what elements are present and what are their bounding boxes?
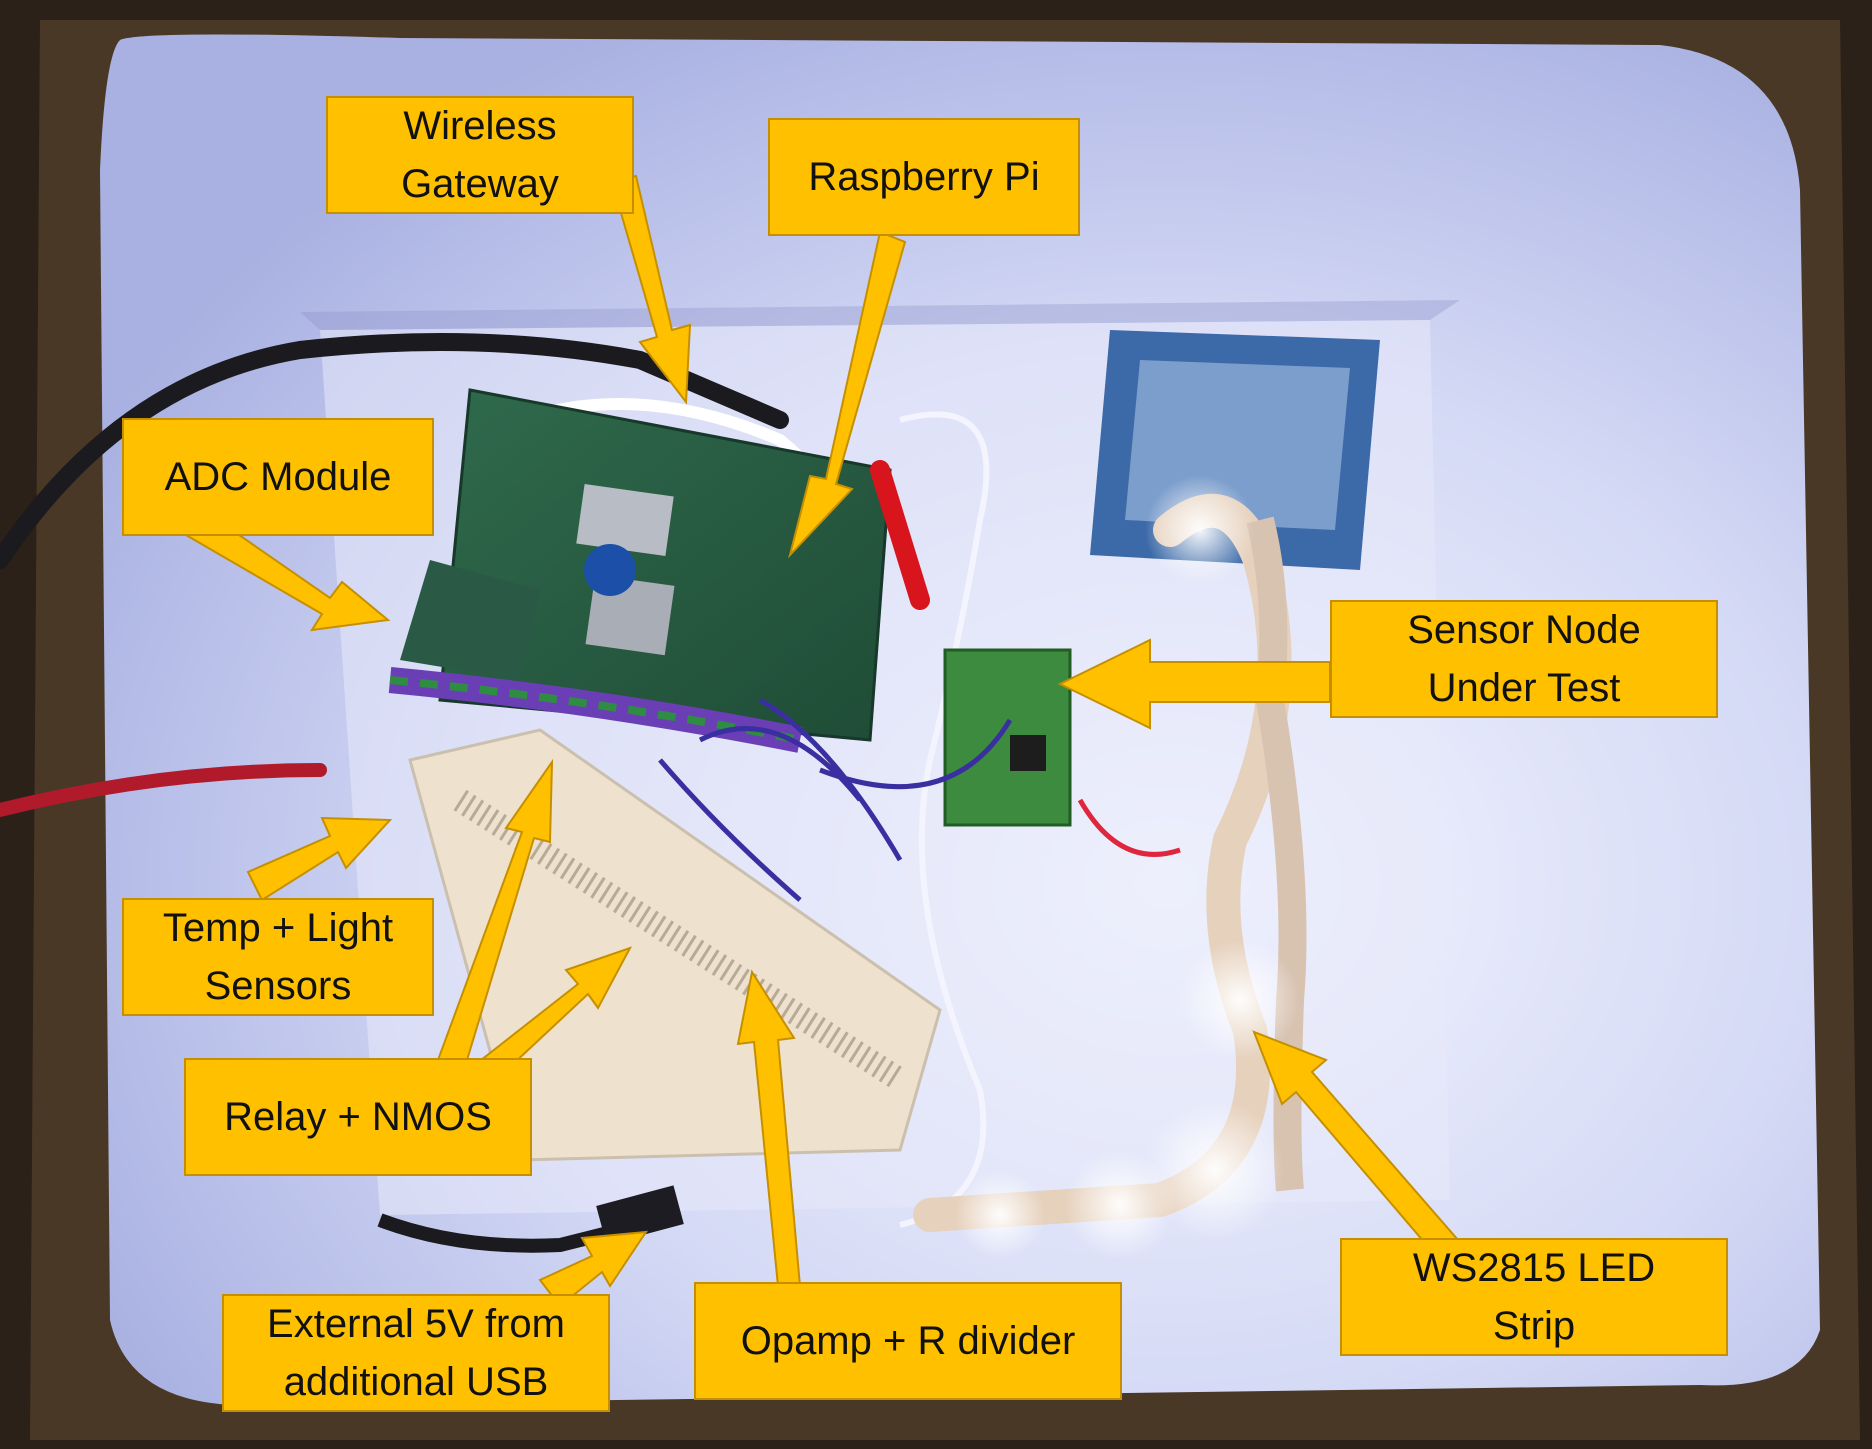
label-temp-light: Temp + Light Sensors — [122, 898, 434, 1016]
pi-usb-port — [576, 484, 674, 556]
black-usb-cable — [0, 333, 789, 569]
arrow-temp-light — [246, 816, 393, 902]
pi-capacitor — [584, 544, 636, 596]
label-sensor-node: Sensor Node Under Test — [1330, 600, 1718, 718]
adc-board — [400, 560, 540, 680]
red-cable — [0, 763, 327, 817]
sensor-node-board — [943, 648, 1072, 827]
arrow-ws2815 — [1252, 1030, 1460, 1258]
arrow-raspberry-pi — [788, 230, 907, 559]
arrow-relay-2 — [474, 946, 633, 1082]
label-ws2815: WS2815 LED Strip — [1340, 1238, 1728, 1356]
led-glow — [955, 1170, 1045, 1260]
arrow-sensor-node — [1057, 638, 1331, 730]
label-external-5v: External 5V from additional USB — [222, 1294, 610, 1412]
led-glow — [1145, 1100, 1285, 1240]
red-probe-clip — [870, 460, 930, 610]
jumper-wires — [658, 697, 1013, 902]
label-adc-module: ADC Module — [122, 418, 434, 536]
led-glow — [1145, 475, 1255, 585]
breadboard-holes — [453, 789, 907, 1091]
led-glow — [1065, 1150, 1175, 1260]
label-wireless-gateway: Wireless Gateway — [326, 96, 634, 214]
sensor-node-chip — [1010, 735, 1046, 771]
arrow-wireless-gateway — [610, 174, 692, 405]
arrow-opamp — [736, 969, 802, 1287]
label-opamp-divider: Opamp + R divider — [694, 1282, 1122, 1400]
arrow-external-5v — [538, 1230, 648, 1308]
red-jumper — [1077, 798, 1181, 857]
annotation-arrows — [184, 174, 1460, 1308]
label-relay-nmos: Relay + NMOS — [184, 1058, 532, 1176]
white-wire — [899, 411, 990, 1228]
led-glow — [1180, 940, 1300, 1060]
black-cable-bottom — [377, 1213, 642, 1253]
label-raspberry-pi: Raspberry Pi — [768, 118, 1080, 236]
usb-adapter — [596, 1185, 684, 1245]
arrow-relay-1 — [436, 758, 554, 1072]
led-strip-backing — [1246, 516, 1307, 1192]
